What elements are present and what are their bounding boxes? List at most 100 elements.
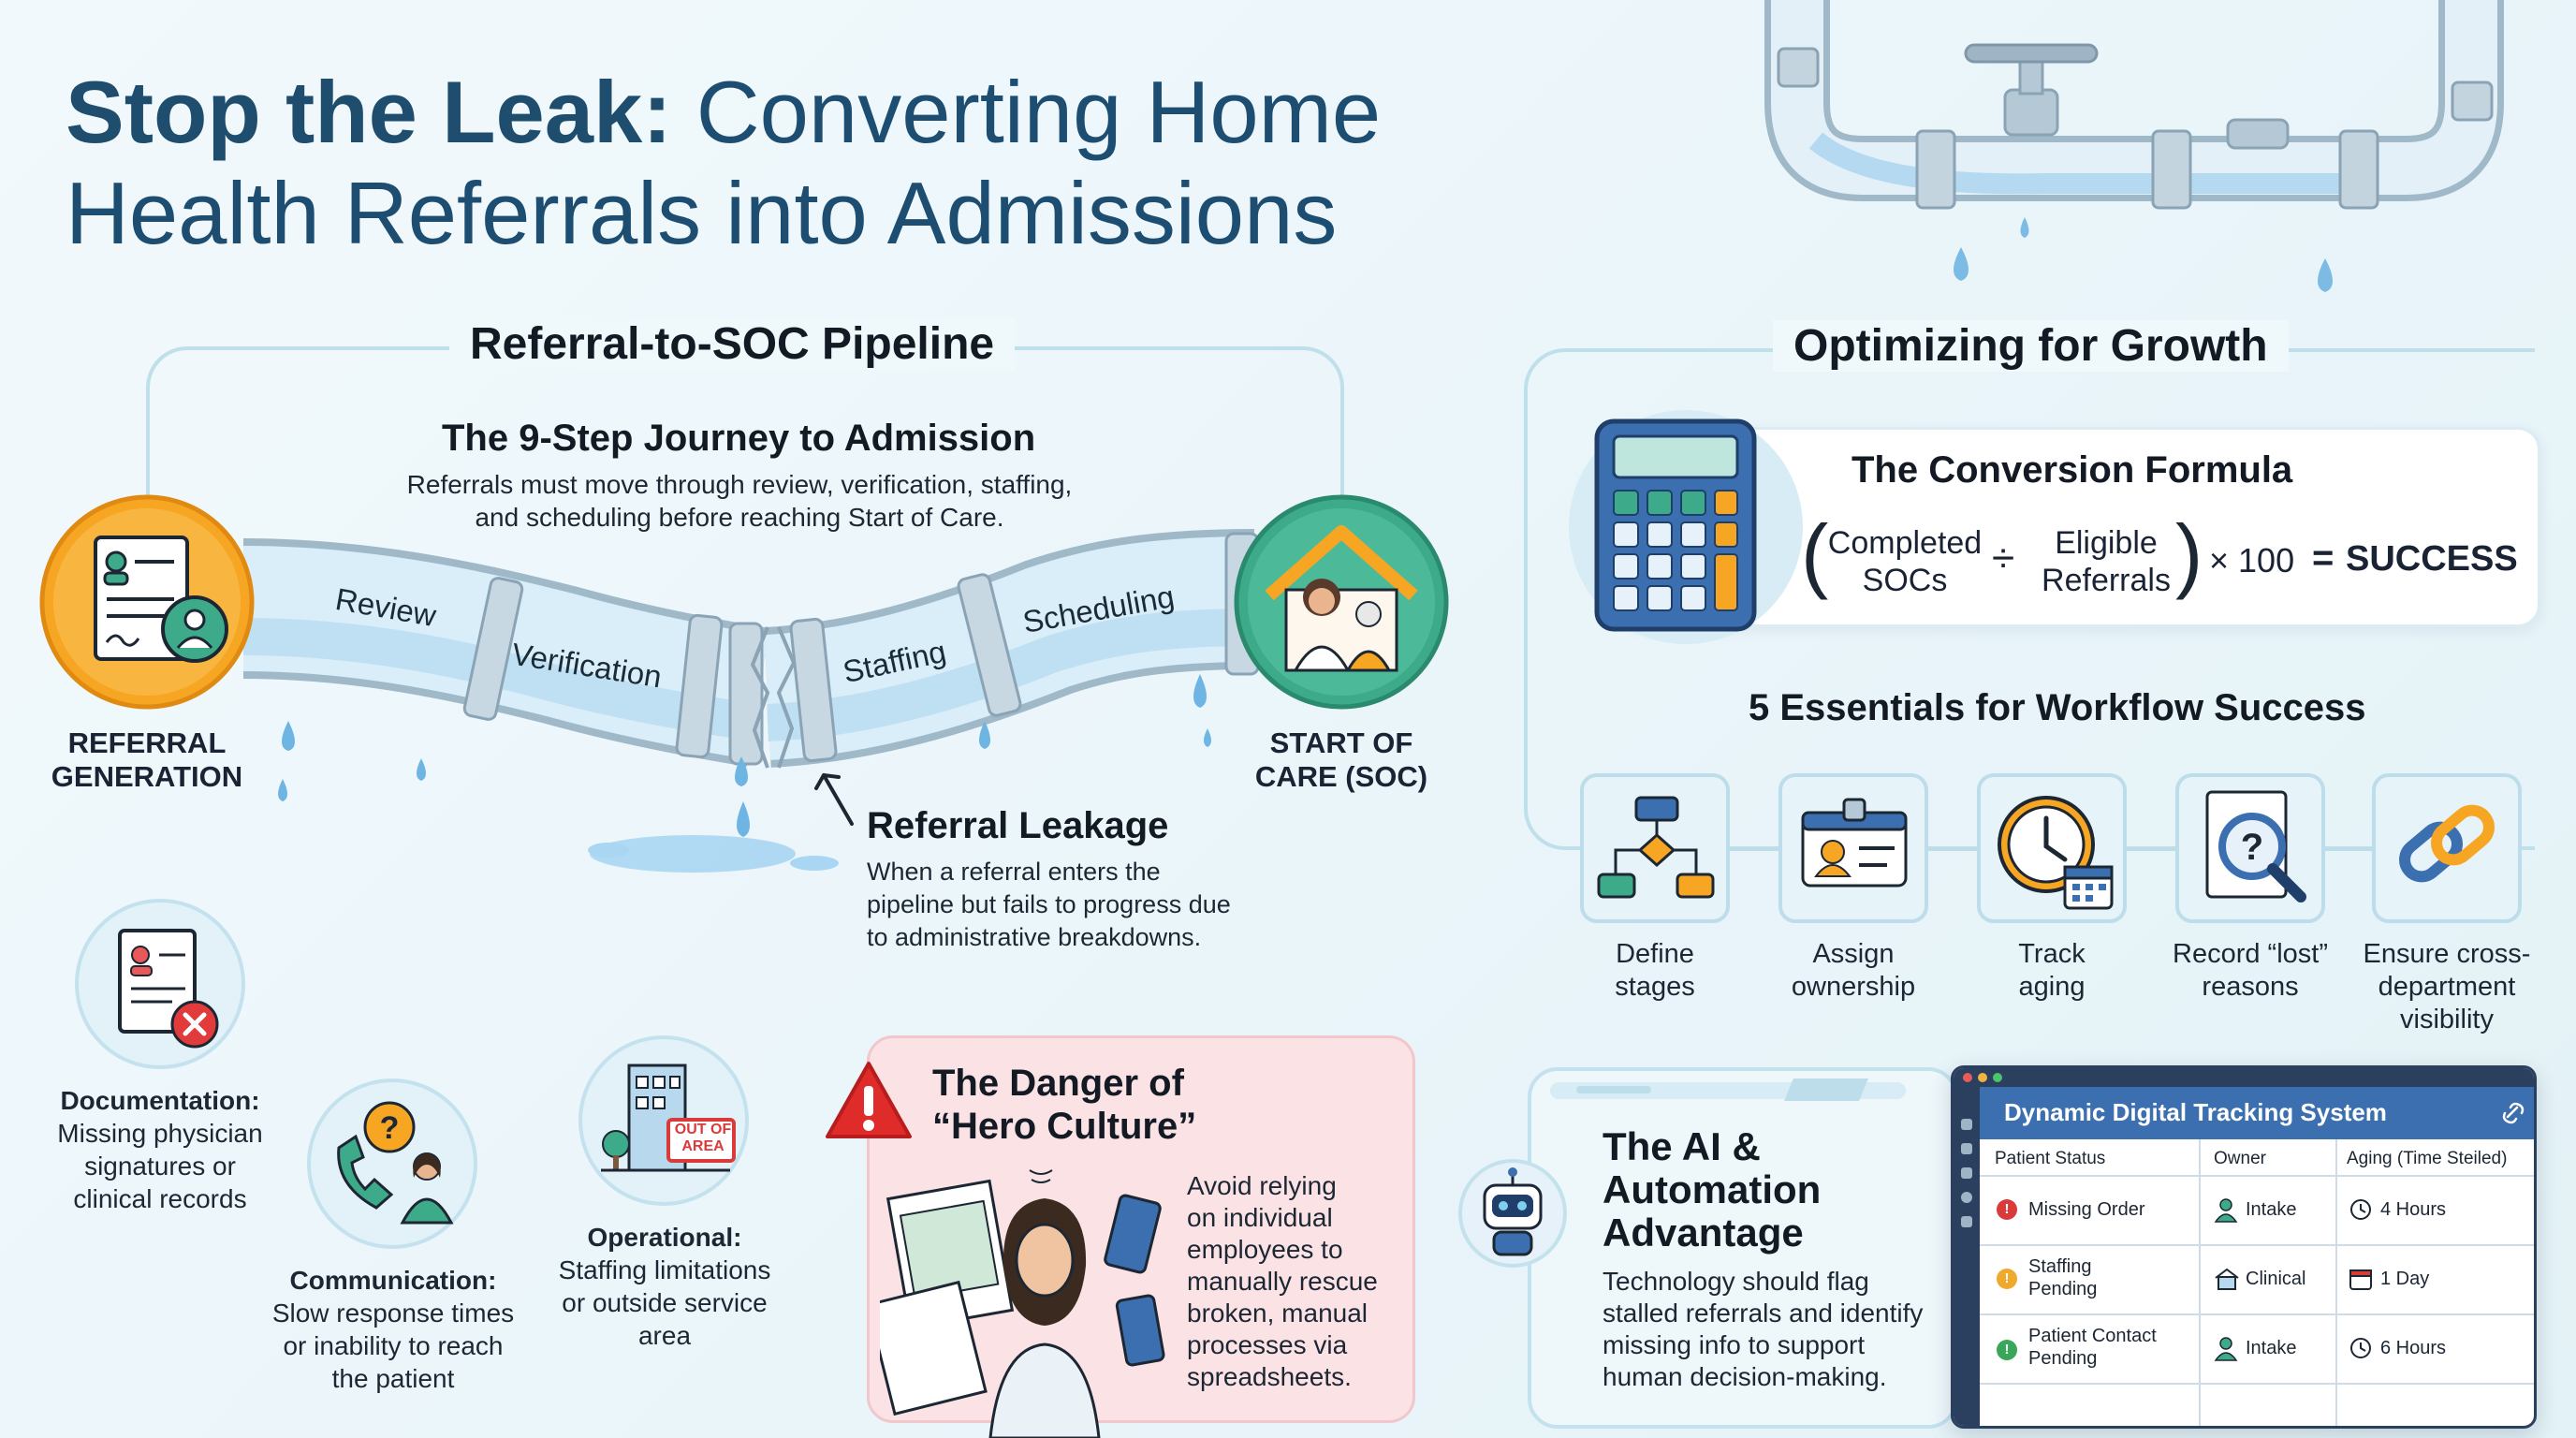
calculator-icon <box>1594 418 1757 632</box>
person-icon <box>2214 1337 2238 1361</box>
page-title-rest: Converting Home <box>695 63 1382 161</box>
formula-multiplier: × 100 <box>2209 541 2295 580</box>
status-ok-icon: ! <box>1997 1340 2017 1360</box>
tracking-system-window: Dynamic Digital Tracking System Patient … <box>1951 1065 2537 1429</box>
tracking-window-header: Dynamic Digital Tracking System <box>1980 1087 2534 1139</box>
overwhelmed-employee-illustration <box>880 1169 1165 1438</box>
window-maximize-dot[interactable] <box>1993 1073 2002 1082</box>
formula-numerator: Completed SOCs <box>1827 525 1983 598</box>
hero-culture-title: The Danger of “Hero Culture” <box>932 1063 1197 1147</box>
documentation-issue-icon <box>75 899 245 1069</box>
robot-icon <box>1458 1159 1567 1268</box>
ai-description: Technology should flag stalled referrals… <box>1603 1267 1924 1391</box>
warning-triangle-icon <box>826 1062 912 1138</box>
documentation-issue-text: Documentation: Missing physician signatu… <box>57 1086 263 1213</box>
row-status: Missing Order <box>2028 1199 2145 1220</box>
status-warning-icon: ! <box>1997 1269 2017 1289</box>
conversion-formula-title: The Conversion Formula <box>1852 449 2293 491</box>
svg-text:?: ? <box>2241 827 2263 868</box>
growth-section-title: Optimizing for Growth <box>1773 320 2289 372</box>
formula-equals: = <box>2312 537 2334 579</box>
pipeline-section-title: Referral-to-SOC Pipeline <box>449 318 1016 370</box>
magnifier-question-icon: ? <box>2205 790 2306 902</box>
start-of-care-icon <box>1234 494 1449 710</box>
sidebar-list-icon[interactable] <box>1961 1143 1972 1154</box>
grid-line <box>2199 1139 2201 1426</box>
grid-line <box>2335 1139 2337 1426</box>
formula-close-paren: ) <box>2175 507 2203 600</box>
leaking-pipe-illustration <box>1764 0 2504 292</box>
referral-leakage-title: Referral Leakage <box>867 805 1169 846</box>
essential-cross-department-box <box>2372 773 2522 923</box>
formula-result: SUCCESS <box>2346 539 2518 579</box>
tracking-system-title: Dynamic Digital Tracking System <box>2004 1098 2387 1126</box>
essential-label-cross-department: Ensure cross- department visibility <box>2363 939 2531 1034</box>
chain-link-icon <box>2399 804 2495 883</box>
grid-line <box>1980 1175 2534 1177</box>
status-alert-icon: ! <box>1997 1199 2017 1220</box>
calendar-icon <box>2349 1269 2372 1290</box>
grid-line <box>1980 1244 2534 1246</box>
essential-define-stages-box <box>1580 773 1730 923</box>
essential-label-record-lost: Record “lost” reasons <box>2173 939 2328 1002</box>
column-header-status[interactable]: Patient Status <box>1995 1149 2106 1168</box>
row-owner: Intake <box>2246 1338 2297 1358</box>
clock-icon <box>2350 1199 2371 1220</box>
sidebar-settings-icon[interactable] <box>1961 1167 1972 1179</box>
broken-pipeline-illustration <box>242 529 1260 873</box>
page-title-line-2: Health Referrals into Admissions <box>66 164 1338 262</box>
operational-issue-text: Operational: Staffing limitations or out… <box>558 1223 771 1350</box>
person-icon <box>2214 1198 2238 1223</box>
hero-culture-description: Avoid relying on individual employees to… <box>1187 1171 1378 1391</box>
row-owner: Clinical <box>2246 1269 2306 1289</box>
essential-track-aging-box <box>1977 773 2127 923</box>
page-title-bold: Stop the Leak: <box>66 63 672 161</box>
referral-generation-label: REFERRAL GENERATION <box>51 726 243 793</box>
sidebar-user-icon[interactable] <box>1961 1192 1972 1203</box>
ai-title: The AI & Automation Advantage <box>1603 1124 1822 1255</box>
formula-open-paren: ( <box>1801 507 1829 600</box>
referral-generation-icon <box>39 494 255 710</box>
link-icon[interactable] <box>2502 1102 2525 1124</box>
formula-denominator: Eligible Referrals <box>2042 525 2171 598</box>
tracking-window-sidebar <box>1954 1087 1980 1426</box>
window-minimize-dot[interactable] <box>1978 1073 1987 1082</box>
ai-panel-tab-decoration <box>1550 1078 1906 1101</box>
grid-line <box>1980 1383 2534 1385</box>
building-icon <box>2215 1268 2239 1290</box>
operational-issue-icon: OUT OF AREA <box>578 1035 749 1206</box>
referral-leakage-description: When a referral enters the pipeline but … <box>867 858 1231 951</box>
sidebar-home-icon[interactable] <box>1961 1119 1972 1130</box>
id-badge-icon <box>1801 798 1908 888</box>
communication-issue-icon: ? <box>307 1078 477 1249</box>
row-aging: 4 Hours <box>2380 1199 2447 1220</box>
clock-icon <box>2350 1338 2371 1358</box>
window-close-dot[interactable] <box>1963 1073 1972 1082</box>
essential-label-assign-ownership: Assign ownership <box>1791 939 1916 1002</box>
column-header-owner[interactable]: Owner <box>2214 1149 2266 1168</box>
grid-line <box>1980 1313 2534 1315</box>
row-owner: Intake <box>2246 1199 2297 1220</box>
row-aging: 6 Hours <box>2380 1338 2447 1358</box>
journey-description: Referrals must move through review, veri… <box>406 470 1073 532</box>
communication-issue-text: Communication: Slow response times or in… <box>271 1266 515 1393</box>
essential-record-lost-box: ? <box>2175 773 2325 923</box>
start-of-care-label: START OF CARE (SOC) <box>1254 726 1428 793</box>
svg-text:?: ? <box>380 1110 400 1146</box>
journey-title: The 9-Step Journey to Admission <box>442 418 1036 459</box>
page-title-line-1: Stop the Leak: Converting Home <box>66 66 1381 159</box>
column-header-aging[interactable]: Aging (Time Steiled) <box>2347 1149 2508 1168</box>
essentials-title: 5 Essentials for Workflow Success <box>1749 687 2366 728</box>
row-status: Staffing Pending <box>2028 1256 2098 1299</box>
row-aging: 1 Day <box>2380 1269 2430 1289</box>
essential-label-define-stages: Define stages <box>1615 939 1695 1002</box>
ai-panel-frame <box>1528 1067 1958 1429</box>
tracking-window-titlebar <box>1954 1068 2534 1087</box>
flowchart-icon <box>1597 796 1715 899</box>
row-status: Patient Contact Pending <box>2028 1326 2157 1369</box>
essential-assign-ownership-box <box>1778 773 1928 923</box>
formula-divide-sign: ÷ <box>1992 536 2015 581</box>
out-of-area-sign: OUT OF AREA <box>674 1122 732 1154</box>
sidebar-report-icon[interactable] <box>1961 1216 1972 1227</box>
clock-calendar-icon <box>1998 796 2114 910</box>
